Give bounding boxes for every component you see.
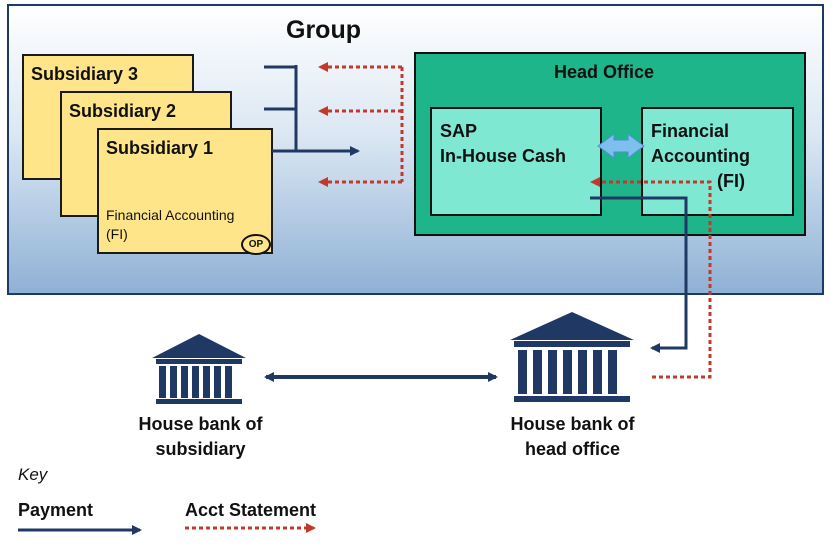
head-office-bank-line-2: head office bbox=[524, 439, 621, 459]
in-house-cash-label: SAP In-House Cash bbox=[440, 119, 566, 169]
ho-fi-line-3: (FI) bbox=[717, 171, 745, 191]
subsidiary-1-card: Subsidiary 1 Financial Accounting (FI) O… bbox=[97, 128, 273, 255]
ihc-line-2: In-House Cash bbox=[440, 146, 567, 166]
op-badge: OP bbox=[241, 234, 271, 255]
bank-building-icon bbox=[510, 312, 634, 402]
payment-collector-lines bbox=[264, 65, 360, 156]
head-office-title: Head Office bbox=[554, 62, 655, 82]
head-office-bank-label: House bank of head office bbox=[490, 412, 655, 462]
subsidiary-bank-label: House bank of subsidiary bbox=[118, 412, 283, 462]
subsidiary-1-fi-label: Financial Accounting (FI) bbox=[106, 206, 234, 244]
subsidiary-bank-line-2: subsidiary bbox=[155, 439, 246, 459]
subsidiary-bank-line-1: House bank of bbox=[138, 414, 263, 434]
group-title: Group bbox=[286, 16, 361, 44]
in-house-cash-box: SAP In-House Cash bbox=[430, 107, 602, 216]
legend-payment-label: Payment bbox=[18, 500, 94, 520]
bank-building-icon bbox=[152, 334, 246, 404]
fi-line-1: Financial Accounting bbox=[106, 207, 235, 223]
subsidiary-2-title: Subsidiary 2 bbox=[69, 101, 177, 121]
payment-line-head-office bbox=[590, 196, 688, 353]
double-arrow-icon bbox=[597, 133, 645, 159]
subsidiary-3-title: Subsidiary 3 bbox=[31, 64, 139, 84]
legend-statement-label: Acct Statement bbox=[185, 500, 317, 520]
key-title: Key bbox=[18, 465, 48, 484]
statement-distribution-lines bbox=[318, 62, 404, 187]
head-office-bank-line-1: House bank of bbox=[510, 414, 635, 434]
ihc-line-1: SAP bbox=[440, 121, 478, 141]
ho-fi-line-2: Accounting bbox=[651, 146, 750, 166]
head-office-fi-label: Financial Accounting (FI) bbox=[651, 119, 750, 194]
statement-line-head-office bbox=[590, 177, 712, 379]
fi-line-2: (FI) bbox=[106, 226, 128, 242]
ho-fi-line-1: Financial bbox=[651, 121, 730, 141]
subsidiary-1-title: Subsidiary 1 bbox=[106, 138, 214, 158]
